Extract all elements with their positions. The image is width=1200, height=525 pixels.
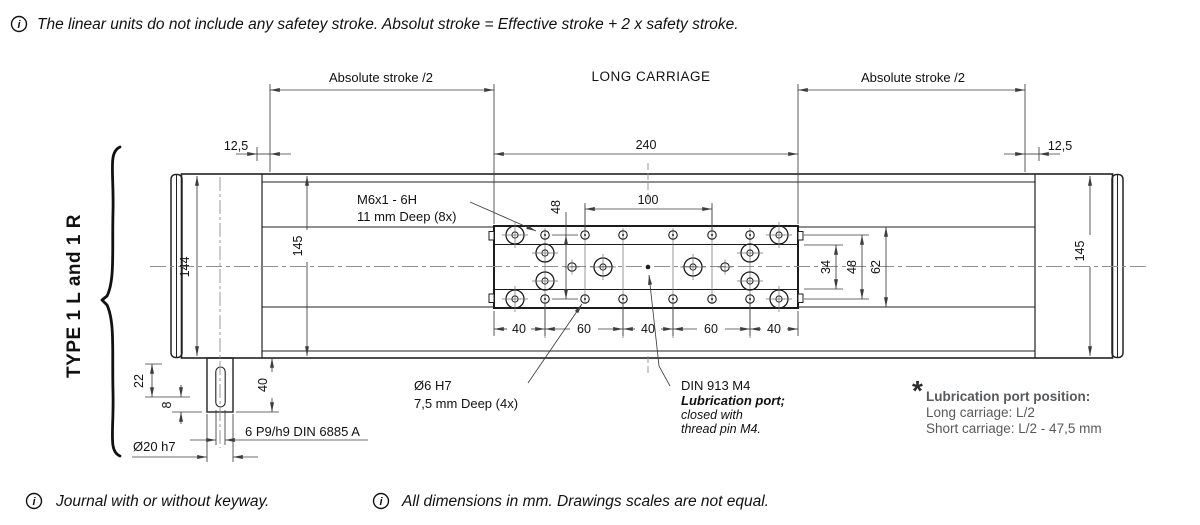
carriage-width-label: 62 bbox=[869, 260, 883, 274]
info-icon-glyph: i bbox=[379, 496, 383, 508]
info-icon bbox=[10, 15, 28, 33]
chain-label-4: 60 bbox=[704, 322, 718, 336]
body-outline bbox=[180, 173, 1114, 359]
bottom-note-right: All dimensions in mm. Drawings scales ar… bbox=[401, 493, 769, 510]
top-note: i The linear units do not include any sa… bbox=[10, 15, 739, 33]
offset-right-label: 12,5 bbox=[1048, 139, 1072, 153]
leader-thread-callout bbox=[469, 201, 537, 232]
lube-callout-line3: closed with bbox=[681, 408, 743, 422]
linear-unit-body bbox=[170, 173, 1124, 359]
journal-length-label: 40 bbox=[256, 378, 270, 392]
thread-callout-line1: M6x1 - 6H bbox=[357, 192, 417, 207]
lubrication-port-dot bbox=[645, 264, 651, 270]
keyway-spec-label: 6 P9/h9 DIN 6885 A bbox=[245, 424, 360, 439]
row-span-label: 48 bbox=[549, 200, 563, 214]
mid-rows-label: 34 bbox=[819, 260, 833, 274]
top-note-text: The linear units do not include any safe… bbox=[37, 16, 739, 33]
lube-callout-line2: Lubrication port; bbox=[681, 393, 785, 408]
long-carriage-title: LONG CARRIAGE bbox=[591, 69, 710, 84]
keyway-end-label: 8 bbox=[160, 401, 174, 408]
dimension-labels: Absolute stroke /2 Absolute stroke /2 12… bbox=[132, 70, 1087, 408]
abs-stroke-left-label: Absolute stroke /2 bbox=[329, 70, 433, 85]
bottom-notes: i Journal with or without keyway. i All … bbox=[25, 492, 769, 510]
thread-callout-line2: 11 mm Deep (8x) bbox=[357, 209, 456, 224]
carriage-holes bbox=[502, 222, 792, 312]
offset-left-label: 12,5 bbox=[224, 139, 248, 153]
footnote-asterisk: * bbox=[912, 375, 923, 406]
dowel-callout-line1: Ø6 H7 bbox=[414, 378, 452, 393]
chain-label-2: 60 bbox=[577, 322, 591, 336]
leader-lube-callout bbox=[648, 274, 671, 387]
carriage-wiper-tabs bbox=[488, 231, 804, 303]
callout-labels: M6x1 - 6H 11 mm Deep (8x) Ø6 H7 7,5 mm D… bbox=[133, 192, 1102, 454]
lube-callout-line1: DIN 913 M4 bbox=[681, 378, 750, 393]
footnote-line1: Long carriage: L/2 bbox=[926, 405, 1035, 420]
info-icon bbox=[25, 492, 43, 510]
carriage-length-label: 240 bbox=[636, 138, 657, 152]
bottom-note-left: Journal with or without keyway. bbox=[55, 493, 269, 510]
abs-stroke-right-label: Absolute stroke /2 bbox=[861, 70, 965, 85]
body-height-left-label: 145 bbox=[291, 236, 305, 257]
body-height-right-label: 145 bbox=[1073, 241, 1087, 262]
row-span-right-label: 48 bbox=[845, 260, 859, 274]
footnote-title: Lubrication port position: bbox=[926, 389, 1090, 404]
thread-holes bbox=[502, 222, 792, 312]
end-height-label: 144 bbox=[178, 257, 192, 278]
leader-dowel-callout bbox=[527, 303, 583, 384]
type-brace bbox=[100, 145, 122, 458]
type-label: TYPE 1 L and 1 R bbox=[64, 214, 85, 378]
dowel-holes bbox=[540, 230, 755, 304]
chain-label-5: 40 bbox=[767, 322, 781, 336]
dimensions bbox=[132, 84, 1092, 462]
info-icon bbox=[372, 492, 390, 510]
info-icon-glyph: i bbox=[32, 496, 36, 508]
journal-spec-label: Ø20 h7 bbox=[133, 439, 176, 454]
footnote-line2: Short carriage: L/2 - 47,5 mm bbox=[926, 421, 1102, 436]
dowel-callout-line2: 7,5 mm Deep (4x) bbox=[414, 396, 518, 411]
keyway-slot bbox=[215, 366, 226, 408]
chain-label-3: 40 bbox=[641, 322, 655, 336]
hole-span-label: 100 bbox=[638, 193, 659, 207]
keyway-offset-label: 22 bbox=[132, 374, 146, 388]
info-icon-glyph: i bbox=[17, 19, 21, 31]
lube-callout-line4: thread pin M4. bbox=[681, 422, 761, 436]
chain-label-1: 40 bbox=[512, 322, 526, 336]
